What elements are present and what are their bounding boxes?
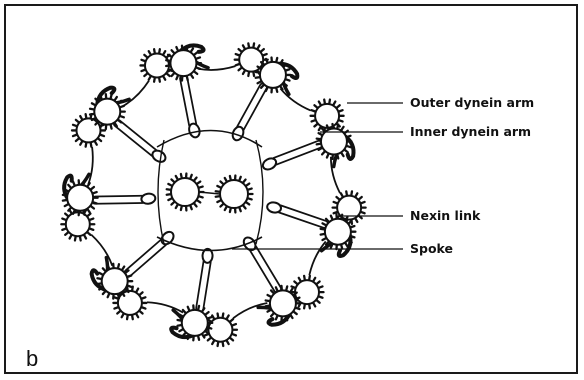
- radial-spoke: [95, 199, 142, 200]
- central-sheath: [256, 140, 263, 244]
- central-microtubule: [216, 176, 253, 213]
- nexin-link: [147, 302, 183, 312]
- central-microtubule: [167, 174, 204, 211]
- nexin-link: [91, 235, 112, 266]
- nexin-link: [233, 303, 267, 318]
- label-inner-dynein-arm: Inner dynein arm: [410, 124, 531, 139]
- panel-letter: b: [26, 346, 38, 372]
- doublet-a-tubule: [166, 46, 201, 81]
- label-outer-dynein-arm: Outer dynein arm: [410, 95, 534, 110]
- radial-spoke: [280, 209, 325, 224]
- label-spoke: Spoke: [410, 241, 453, 256]
- radial-spoke: [253, 249, 277, 289]
- spoke-head: [266, 201, 282, 214]
- label-nexin-link: Nexin link: [410, 208, 480, 223]
- radial-spoke: [117, 123, 154, 153]
- radial-spoke: [200, 262, 207, 309]
- nexin-link: [309, 241, 325, 275]
- nexin-link: [88, 147, 93, 184]
- doublet-a-tubule: [63, 180, 98, 215]
- nexin-link: [280, 89, 310, 111]
- radial-spoke: [275, 144, 319, 161]
- nexin-link: [122, 81, 149, 107]
- spoke-head: [141, 193, 156, 205]
- central-sheath: [157, 131, 262, 148]
- radial-spoke: [128, 242, 164, 273]
- radial-spoke: [240, 87, 263, 128]
